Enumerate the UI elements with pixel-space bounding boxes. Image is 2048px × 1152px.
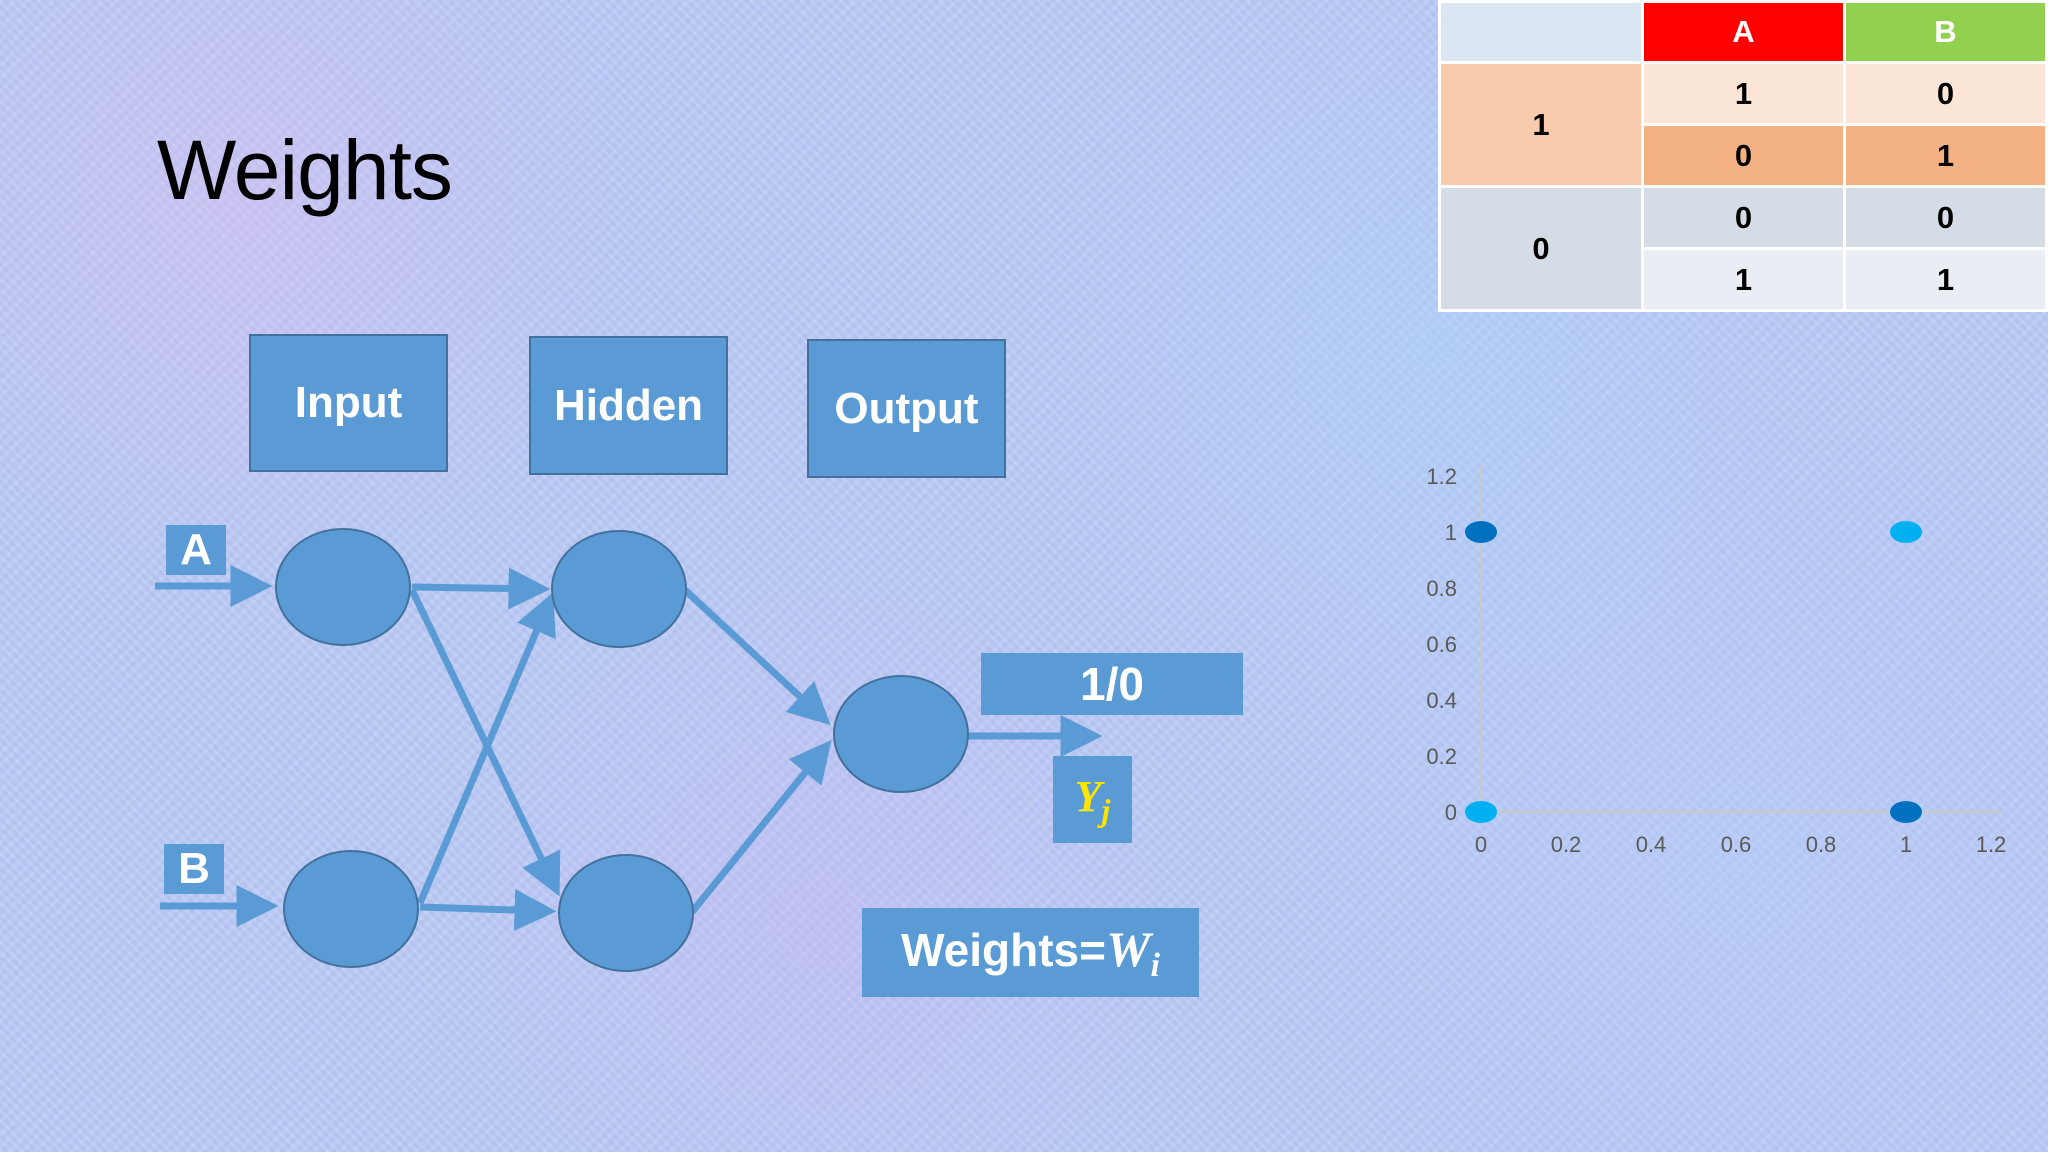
- table-header-b: B: [1842, 0, 2048, 64]
- scatter-point: [1890, 521, 1922, 543]
- output-value-box: 1/0: [981, 653, 1243, 715]
- input-layer-box: Input: [249, 334, 448, 472]
- table-header-empty: [1438, 0, 1644, 64]
- hidden-layer-label: Hidden: [553, 380, 704, 430]
- edge-a-h1: [411, 567, 551, 610]
- output-symbol-box: Yj: [1053, 756, 1132, 843]
- table-row: 1 1: [1440, 247, 2048, 312]
- weights-label: Weights=Wi: [901, 920, 1160, 985]
- y-tick-label: 1.2: [1426, 464, 1457, 489]
- hidden-node-2: [558, 854, 694, 972]
- hidden-layer-box: Hidden: [529, 336, 728, 475]
- scatter-point: [1890, 801, 1922, 823]
- input-node-b: [283, 850, 419, 968]
- weights-box: Weights=Wi: [862, 908, 1199, 997]
- table-cell: 0: [1640, 123, 1846, 188]
- input-label-a: A: [166, 525, 226, 575]
- y-tick-label: 0.8: [1426, 576, 1457, 601]
- table-cell: 1: [1842, 123, 2048, 188]
- y-tick-label: 0: [1445, 800, 1457, 825]
- table-cell: 0: [1842, 185, 2048, 250]
- x-tick-label: 1.2: [1976, 832, 2007, 857]
- y-tick-label: 1: [1445, 520, 1457, 545]
- x-tick-label: 0: [1475, 832, 1487, 857]
- y-tick-label: 0.4: [1426, 688, 1457, 713]
- output-layer-box: Output: [807, 339, 1006, 478]
- group-label-0: 0: [1438, 185, 1644, 312]
- group-label-1: 1: [1438, 61, 1644, 188]
- table-row: 0 0 0: [1438, 185, 2048, 312]
- output-symbol: Yj: [1074, 771, 1111, 828]
- edge-a-h2: [408, 588, 561, 897]
- truth-table: A B 1 1 0 0 1 0 0 0 1 1: [1438, 0, 2048, 312]
- table-cell: 0: [1640, 185, 1846, 250]
- edge-h2-o: [689, 739, 832, 915]
- edge-h1-o: [682, 587, 831, 726]
- input-label-b: B: [164, 844, 224, 894]
- table-cell: 0: [1842, 61, 2048, 126]
- x-tick-label: 0.6: [1721, 832, 1752, 857]
- scatter-point: [1465, 801, 1497, 823]
- table-header-a: A: [1640, 0, 1846, 64]
- table-row: 1 1 0: [1438, 61, 2048, 188]
- hidden-node-1: [551, 530, 687, 648]
- table-cell: 1: [1640, 61, 1846, 126]
- x-tick-label: 0.2: [1551, 832, 1582, 857]
- input-layer-label: Input: [294, 378, 403, 427]
- edge-b-h2: [419, 889, 557, 931]
- table-cell: 1: [1842, 247, 2048, 312]
- scatter-point: [1465, 521, 1497, 543]
- x-tick-label: 1: [1900, 832, 1912, 857]
- table-header-row: A B: [1438, 0, 2048, 64]
- y-tick-label: 0.2: [1426, 744, 1457, 769]
- x-tick-label: 0.8: [1806, 832, 1837, 857]
- table-cell: 1: [1640, 247, 1846, 312]
- output-node: [833, 675, 969, 793]
- output-layer-label: Output: [834, 383, 979, 433]
- table-row: 0 1: [1440, 123, 2048, 188]
- edge-b-h1: [416, 592, 556, 905]
- input-node-a: [275, 528, 411, 646]
- y-tick-label: 0.6: [1426, 632, 1457, 657]
- output-value: 1/0: [1080, 658, 1144, 710]
- x-tick-label: 0.4: [1636, 832, 1667, 857]
- slide-title: Weights: [157, 123, 453, 217]
